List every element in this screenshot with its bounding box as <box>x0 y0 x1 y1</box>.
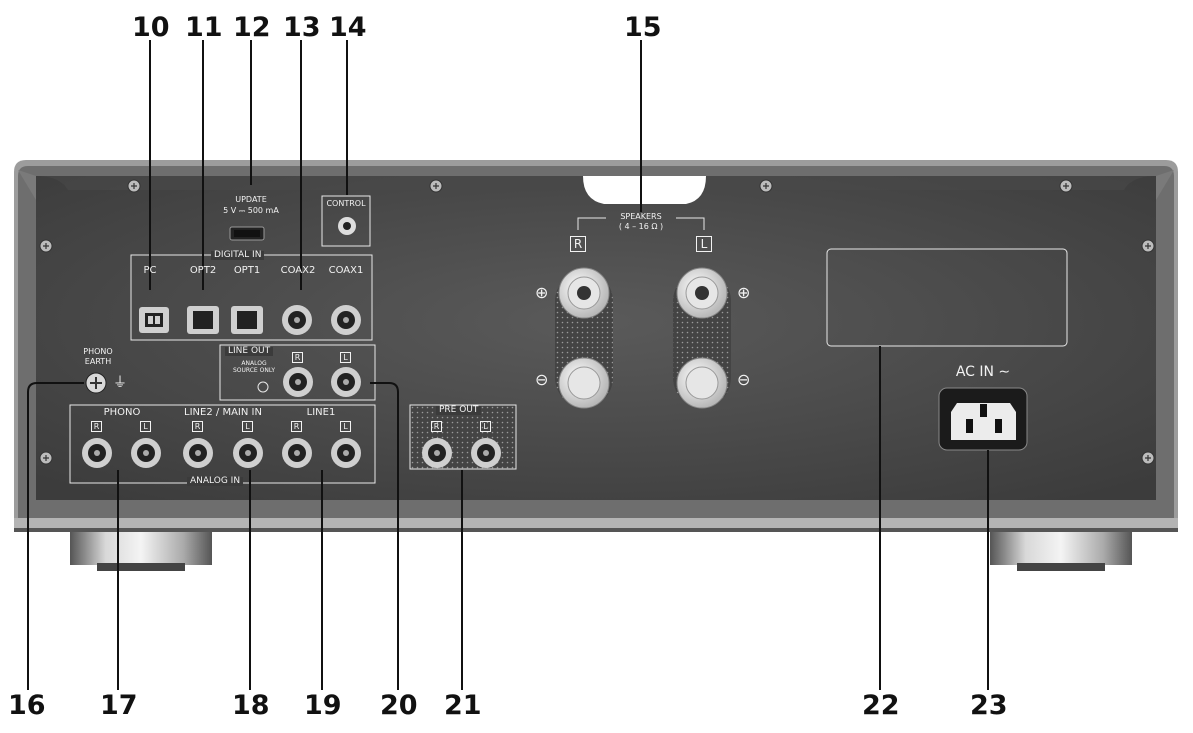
pre-out-label: PRE OUT <box>436 406 482 415</box>
analog-in-label: ANALOG IN <box>187 477 244 486</box>
coax1-port <box>331 305 361 335</box>
digital-in-box <box>130 195 373 341</box>
callout-11: 11 <box>185 12 223 43</box>
update-spec-label: 5 V ⎓ 500 mA <box>223 206 279 215</box>
speaker-l-tag: L <box>696 236 712 252</box>
phono-earth-terminal <box>85 372 107 394</box>
speakers-label: SPEAKERS <box>620 212 662 221</box>
analog-source-only-1: ANALOG <box>241 360 267 367</box>
line1-l-tag: L <box>340 421 351 432</box>
pc-label: PC <box>143 265 157 276</box>
pc-usb-b-port <box>139 307 169 333</box>
speaker-r-plus: ⊕ <box>535 283 549 302</box>
callout-10: 10 <box>132 12 170 43</box>
phono-r-tag: R <box>91 421 102 432</box>
line-out-l-tag: L <box>340 352 351 363</box>
ground-symbol: ⏚ <box>113 375 127 391</box>
coax1-label: COAX1 <box>328 265 364 276</box>
line1-label: LINE1 <box>306 407 336 418</box>
callout-13: 13 <box>283 12 321 43</box>
pre-out-box <box>409 404 517 470</box>
line-out-label: LINE OUT <box>225 347 274 356</box>
phono-earth-label-2: EARTH <box>84 357 112 366</box>
callout-23: 23 <box>970 690 1008 721</box>
line1-r-tag: R <box>291 421 302 432</box>
speaker-terminals-right <box>555 267 613 409</box>
update-label: UPDATE <box>235 195 267 204</box>
control-jack <box>338 217 356 235</box>
opt1-label: OPT1 <box>233 265 261 276</box>
speakers-bracket <box>577 217 705 230</box>
ac-in-label: AC IN ∼ <box>955 364 1011 380</box>
phono-earth-label-1: PHONO <box>83 347 113 356</box>
speakers-impedance-label: ( 4 – 16 Ω ) <box>618 222 664 231</box>
usb-port <box>229 226 265 241</box>
digital-in-label: DIGITAL IN <box>211 251 265 260</box>
line2-main-in-label: LINE2 / MAIN IN <box>184 407 262 418</box>
speaker-l-plus: ⊕ <box>737 283 751 302</box>
opt2-port <box>187 306 219 334</box>
callout-21: 21 <box>444 690 482 721</box>
control-label: CONTROL <box>326 199 366 208</box>
pre-out-r-tag: R <box>431 421 442 432</box>
callout-16: 16 <box>8 690 46 721</box>
coax2-port <box>282 305 312 335</box>
callout-17: 17 <box>100 690 138 721</box>
line2-l-tag: L <box>242 421 253 432</box>
line-out-box <box>219 344 376 401</box>
analog-in-box <box>69 404 376 484</box>
coax2-label: COAX2 <box>280 265 316 276</box>
callout-19: 19 <box>304 690 342 721</box>
callout-22: 22 <box>862 690 900 721</box>
opt1-port <box>231 306 263 334</box>
phono-label: PHONO <box>103 407 141 418</box>
analog-in-jacks <box>82 438 361 468</box>
pre-out-l-tag: L <box>480 421 491 432</box>
analog-source-only-2: SOURCE ONLY <box>232 367 276 374</box>
callout-18: 18 <box>232 690 270 721</box>
callout-14: 14 <box>329 12 367 43</box>
line-out-r-tag: R <box>292 352 303 363</box>
callout-lines <box>27 40 989 690</box>
callout-20: 20 <box>380 690 418 721</box>
speaker-r-minus: ⊖ <box>535 370 549 389</box>
callout-15: 15 <box>624 12 662 43</box>
speaker-l-minus: ⊖ <box>737 370 751 389</box>
label-plate <box>826 248 1068 347</box>
line2-r-tag: R <box>192 421 203 432</box>
speaker-r-tag: R <box>570 236 586 252</box>
opt2-label: OPT2 <box>189 265 217 276</box>
ac-inlet <box>938 387 1028 451</box>
speaker-terminals-left <box>673 267 731 409</box>
callout-12: 12 <box>233 12 271 43</box>
phono-l-tag: L <box>140 421 151 432</box>
